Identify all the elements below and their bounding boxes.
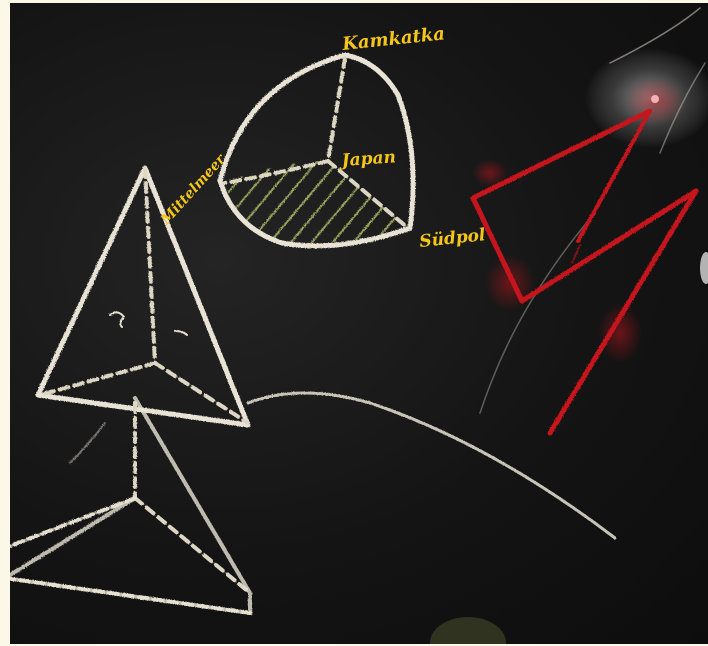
red-dot: [651, 95, 659, 103]
tetrahedron-upper: [38, 168, 248, 425]
chalk-drawing: Kamkatka Japan Mittelmeer Südpol: [10, 3, 708, 644]
label-mittelmeer: Mittelmeer: [157, 150, 230, 228]
red-projection: [473, 111, 696, 433]
head-silhouette: [430, 617, 506, 644]
chalk-mark-edge: [700, 252, 708, 284]
tetrahedron-lower: [10, 398, 250, 613]
chalkboard-photo: Kamkatka Japan Mittelmeer Südpol: [10, 3, 708, 644]
red-smudge-lower: [485, 255, 535, 311]
label-suedpol: Südpol: [418, 225, 486, 252]
red-smudge-right: [598, 303, 642, 363]
label-japan: Japan: [338, 147, 397, 171]
label-kamkatka: Kamkatka: [340, 23, 446, 55]
